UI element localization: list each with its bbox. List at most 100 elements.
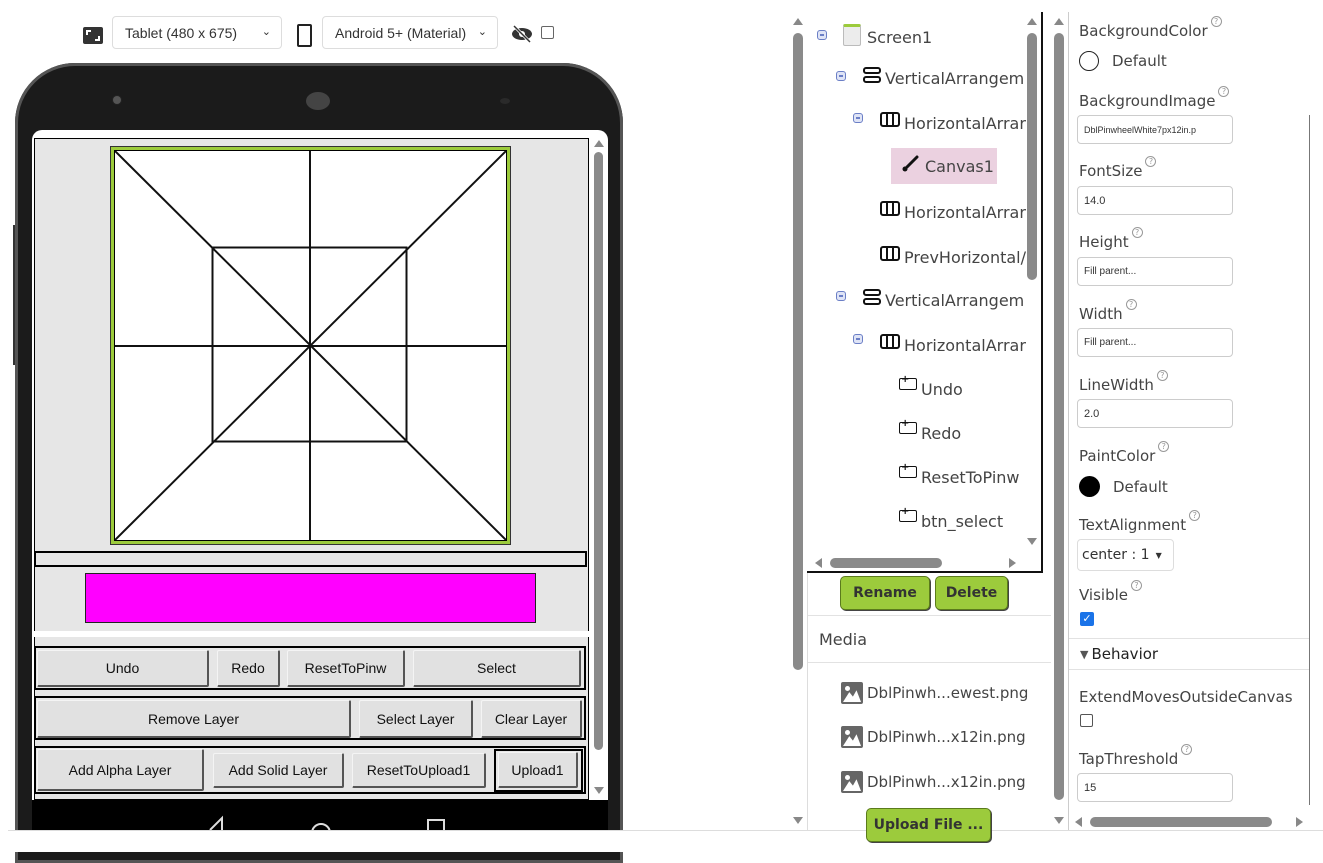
remove-layer-button[interactable]: Remove Layer (37, 700, 351, 738)
upload1-button[interactable]: Upload1 (498, 752, 578, 788)
help-icon[interactable]: ? (1181, 744, 1193, 755)
clear-layer-button[interactable]: Clear Layer (481, 700, 582, 738)
prop-tap-threshold-label: TapThreshold? (1079, 744, 1193, 768)
collapse-toggle[interactable] (853, 334, 863, 344)
prop-width-label: Width? (1079, 299, 1137, 323)
vertical-arrangement-icon (863, 288, 881, 306)
media-file[interactable]: DblPinwh...ewest.png (841, 682, 1028, 704)
prop-extend-moves-label: ExtendMovesOutsideCanvas (1079, 688, 1293, 706)
collapse-toggle[interactable] (836, 71, 846, 81)
props-scroll-right-arrow[interactable] (1296, 817, 1303, 827)
add-alpha-layer-button[interactable]: Add Alpha Layer (37, 749, 204, 791)
tree-item-btn-select[interactable]: btn_select (899, 506, 1003, 536)
tree-item-redo[interactable]: Redo (899, 418, 961, 448)
scroll-up-arrow[interactable] (594, 140, 604, 147)
reset-to-upload1-button[interactable]: ResetToUpload1 (352, 753, 486, 788)
paint-color-picker[interactable]: Default (1079, 476, 1168, 497)
help-icon[interactable]: ? (1145, 156, 1157, 167)
behavior-section-toggle[interactable]: ▼ Behavior (1080, 645, 1159, 663)
paintbrush-icon (901, 155, 919, 173)
theme-select[interactable]: Android 5+ (Material) ⌄ (322, 16, 498, 49)
tree-item-vertical-arrangement[interactable]: VerticalArrangem (863, 63, 1024, 93)
media-scroll-down-arrow[interactable] (1054, 817, 1064, 824)
background-color-picker[interactable]: Default (1079, 51, 1167, 71)
help-icon[interactable]: ? (1131, 580, 1142, 591)
help-icon[interactable]: ? (1131, 227, 1143, 238)
select-layer-button[interactable]: Select Layer (359, 700, 473, 738)
help-icon[interactable]: ? (1210, 16, 1222, 27)
extend-moves-checkbox[interactable] (1080, 714, 1093, 727)
tree-scroll-right-arrow[interactable] (1009, 558, 1016, 568)
add-solid-layer-button[interactable]: Add Solid Layer (213, 753, 344, 788)
tree-scroll-up-arrow[interactable] (1027, 18, 1037, 25)
media-file[interactable]: DblPinwh...x12in.png (841, 771, 1026, 793)
tree-label: VerticalArrangem (885, 68, 1025, 88)
props-scroll-left-arrow[interactable] (1075, 817, 1082, 827)
reset-to-pinw-button[interactable]: ResetToPinw (287, 650, 405, 687)
help-icon[interactable]: ? (1158, 441, 1170, 452)
select-button[interactable]: Select (413, 650, 581, 687)
tree-scrollbar[interactable] (1027, 33, 1037, 280)
show-hidden-checkbox[interactable] (541, 26, 554, 39)
dropdown-arrow-icon: ▼ (1155, 550, 1162, 560)
upload-file-button[interactable]: Upload File ... (866, 808, 991, 842)
delete-button[interactable]: Delete (935, 576, 1008, 610)
collapse-toggle[interactable] (853, 113, 863, 123)
prop-paint-color-label: PaintColor? (1079, 441, 1170, 465)
collapse-toggle[interactable] (836, 291, 846, 301)
device-size-value: Tablet (480 x 675) (125, 24, 238, 41)
phone-icon (297, 24, 312, 47)
scroll-down-arrow[interactable] (594, 787, 604, 794)
recents-icon (427, 819, 445, 830)
text-alignment-select[interactable]: center : 1 ▼ (1077, 539, 1174, 571)
help-icon[interactable]: ? (1218, 86, 1230, 97)
panel-scroll-up-arrow[interactable] (793, 18, 803, 25)
props-hscrollbar[interactable] (1090, 817, 1272, 827)
collapse-toggle[interactable] (817, 30, 827, 40)
media-scroll-up-arrow[interactable] (1054, 18, 1064, 25)
sensor (500, 98, 510, 104)
tree-hscrollbar[interactable] (830, 558, 942, 568)
vertical-arrangement-icon (863, 66, 881, 84)
tree-label: ResetToPinw (921, 467, 1020, 487)
tree-label: Screen1 (867, 27, 933, 47)
android-nav-bar (32, 800, 608, 830)
undo-button[interactable]: Undo (37, 650, 209, 687)
height-field[interactable]: Fill parent... (1077, 257, 1233, 286)
tree-label: VerticalArrangem (885, 290, 1025, 310)
tree-item-reset-to-pinw[interactable]: ResetToPinw (899, 462, 1020, 492)
help-icon[interactable]: ? (1189, 510, 1201, 521)
rename-button[interactable]: Rename (840, 576, 930, 610)
redo-button[interactable]: Redo (217, 650, 280, 687)
tree-item-horizontal-arrangement[interactable]: HorizontalArrar (880, 330, 1026, 360)
panel-scroll-down-arrow[interactable] (793, 817, 803, 824)
media-file-name: DblPinwh...ewest.png (867, 684, 1029, 702)
line-width-field[interactable]: 2.0 (1077, 399, 1233, 428)
tree-scroll-left-arrow[interactable] (815, 558, 822, 568)
media-file[interactable]: DblPinwh...x12in.png (841, 726, 1026, 748)
tree-item-undo[interactable]: Undo (899, 374, 963, 404)
canvas1[interactable] (110, 146, 511, 545)
tree-item-horizontal-arrangement[interactable]: HorizontalArrar (880, 197, 1026, 227)
tree-item-screen1[interactable]: Screen1 (843, 22, 932, 52)
pinwheel-drawing (114, 150, 507, 541)
help-icon[interactable]: ? (1156, 370, 1168, 381)
tree-label: btn_select (921, 511, 1004, 531)
tree-item-canvas1[interactable]: Canvas1 (891, 148, 997, 184)
device-size-select[interactable]: Tablet (480 x 675) ⌄ (112, 16, 282, 49)
tree-item-vertical-arrangement[interactable]: VerticalArrangem (863, 285, 1024, 315)
panel-scrollbar[interactable] (793, 33, 803, 670)
font-size-field[interactable]: 14.0 (1077, 186, 1233, 215)
visible-checkbox[interactable]: ✓ (1080, 612, 1094, 626)
viewer-scrollbar[interactable] (594, 152, 603, 750)
resize-icon[interactable] (83, 27, 103, 44)
background-image-field[interactable]: DblPinwheelWhite7px12in.p (1077, 115, 1233, 144)
media-file-name: DblPinwh...x12in.png (867, 773, 1026, 791)
tree-item-horizontal-arrangement[interactable]: HorizontalArrar (880, 108, 1026, 138)
tap-threshold-field[interactable]: 15 (1077, 773, 1233, 802)
width-field[interactable]: Fill parent... (1077, 328, 1233, 357)
media-scrollbar[interactable] (1054, 33, 1064, 800)
tree-scroll-down-arrow[interactable] (1027, 538, 1037, 545)
help-icon[interactable]: ? (1125, 299, 1137, 310)
tree-item-prev-horizontal[interactable]: PrevHorizontal/ (880, 242, 1026, 272)
